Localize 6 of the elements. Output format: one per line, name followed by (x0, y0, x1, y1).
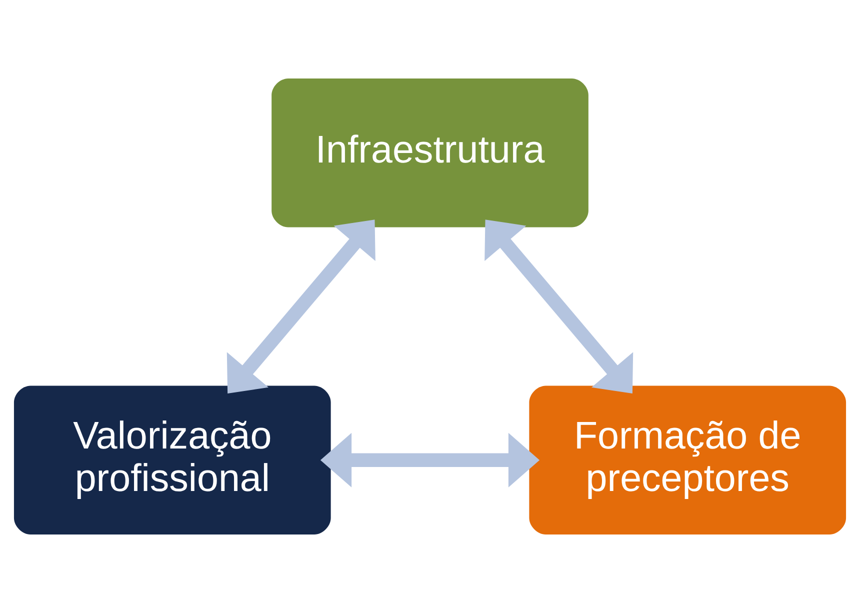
node-box: Valorização profissional (14, 386, 331, 534)
arrow (226, 220, 376, 394)
node-box: Formação de preceptores (529, 386, 846, 534)
arrow (484, 220, 634, 394)
arrow (320, 432, 540, 488)
node-box: Infraestrutura (272, 78, 588, 228)
